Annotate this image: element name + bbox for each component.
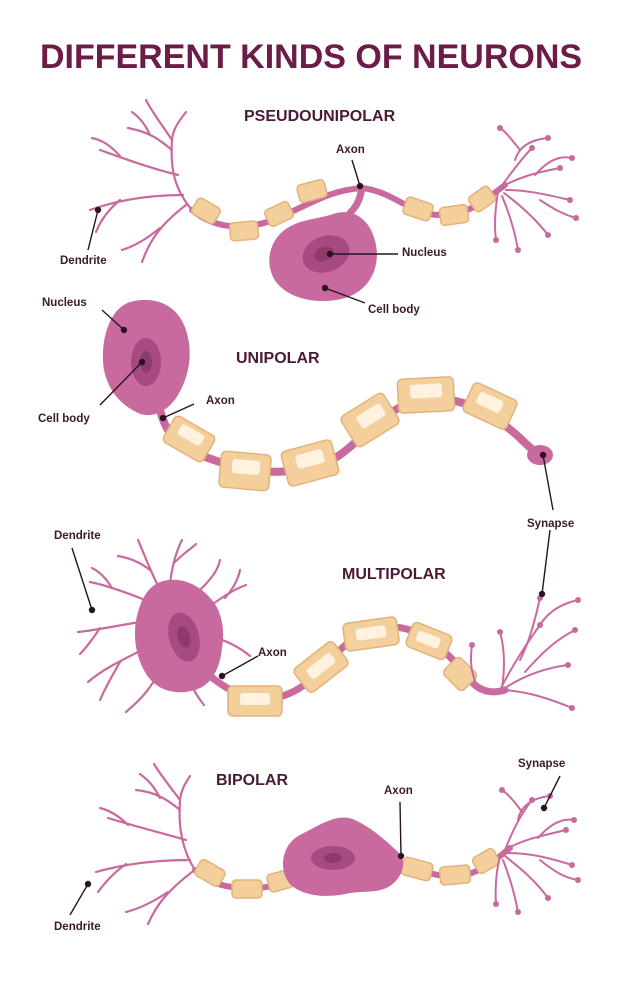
label-pseudounipolar-nucleus: Nucleus bbox=[402, 247, 447, 259]
label-bipolar-axon: Axon bbox=[384, 785, 413, 797]
pseudounipolar-stem bbox=[346, 184, 366, 217]
bipolar-neuron bbox=[69, 762, 581, 926]
label-multipolar-axon: Axon bbox=[258, 647, 287, 659]
unipolar-pointers bbox=[99, 309, 554, 511]
label-pseudounipolar-dendrite: Dendrite bbox=[60, 255, 107, 267]
bipolar-nucleolus bbox=[324, 853, 342, 863]
pseudounipolar-right-terminals bbox=[493, 127, 577, 251]
multipolar-axon-terminals bbox=[470, 597, 579, 709]
pseudounipolar-neuron bbox=[87, 98, 579, 304]
label-multipolar-dendrite: Dendrite bbox=[54, 530, 101, 542]
heading-unipolar: UNIPOLAR bbox=[236, 350, 320, 367]
pseudounipolar-pointers bbox=[87, 159, 398, 304]
multipolar-pointers bbox=[71, 529, 551, 680]
bipolar-left-dendrites bbox=[94, 762, 197, 926]
unipolar-myelin bbox=[162, 376, 518, 492]
heading-pseudounipolar: PSEUDOUNIPOLAR bbox=[244, 108, 396, 125]
label-bipolar-synapse: Synapse bbox=[518, 758, 566, 770]
bipolar-right-terminals bbox=[494, 789, 579, 913]
label-bipolar-dendrite: Dendrite bbox=[54, 921, 101, 933]
multipolar-myelin-highlights bbox=[240, 625, 441, 705]
label-pseudounipolar-axon: Axon bbox=[336, 144, 365, 156]
bipolar-pointers bbox=[69, 775, 561, 916]
label-unipolar-cell-body: Cell body bbox=[38, 413, 90, 425]
unipolar-nucleolus bbox=[140, 351, 152, 373]
bipolar-myelin bbox=[194, 847, 501, 899]
unipolar-myelin-highlights bbox=[177, 383, 504, 475]
heading-bipolar: BIPOLAR bbox=[216, 772, 288, 789]
label-pseudounipolar-cell-body: Cell body bbox=[368, 304, 420, 316]
pseudounipolar-myelin bbox=[190, 178, 497, 242]
multipolar-nucleolus bbox=[177, 626, 191, 648]
page-title: DIFFERENT KINDS OF NEURONS bbox=[39, 38, 583, 76]
label-unipolar-synapse: Synapse bbox=[527, 518, 575, 530]
label-unipolar-axon: Axon bbox=[206, 395, 235, 407]
heading-multipolar: MULTIPOLAR bbox=[342, 566, 446, 583]
multipolar-neuron bbox=[71, 529, 581, 717]
label-unipolar-nucleus: Nucleus bbox=[42, 297, 87, 309]
bipolar-terminal-knobs bbox=[493, 787, 581, 915]
unipolar-neuron bbox=[99, 299, 554, 511]
pseudounipolar-nucleolus bbox=[314, 246, 334, 262]
pseudounipolar-left-dendrites bbox=[88, 98, 194, 264]
pseudounipolar-terminal-knobs bbox=[493, 125, 579, 253]
